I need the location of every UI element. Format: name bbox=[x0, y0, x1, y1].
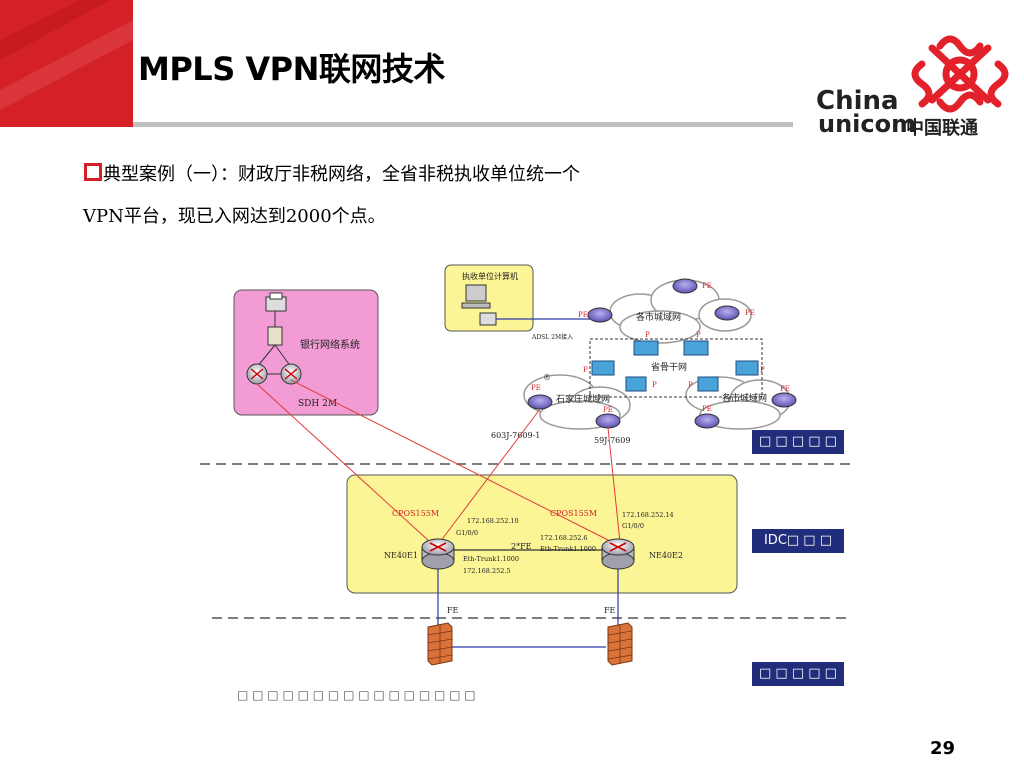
pe-label-right-bottom: PE bbox=[702, 405, 712, 413]
diagram-footnote: □ □ □ □ □ □ □ □ □ □ □ □ □ □ □ □ bbox=[237, 688, 476, 702]
pe-router-top-right: PE bbox=[714, 305, 755, 321]
cpos-right-label: CPOS155M bbox=[550, 509, 597, 518]
bank-router-right-icon bbox=[280, 363, 302, 385]
p-label-2: P bbox=[696, 331, 701, 339]
backbone-switch-1 bbox=[633, 340, 659, 356]
if-top-right-label: G1/0/0 bbox=[622, 522, 644, 530]
pe-router-top-left: PE bbox=[578, 307, 613, 323]
provincial-backbone-frame bbox=[589, 338, 763, 398]
bullet-line-2: VPN平台，现已入网达到2000个点。 bbox=[83, 206, 386, 227]
ne40e2-router-icon bbox=[601, 538, 635, 570]
router-right-label: NE40E2 bbox=[649, 551, 683, 560]
network-diagram: 银行网络系统 SDH 2M 执收单位计算机 ADSL 2M接入 各市城域网 石家… bbox=[200, 264, 852, 702]
backbone-switch-2 bbox=[683, 340, 709, 356]
bullet-line-1: 典型案例（一）：财政厅非税网络，全省非税执收单位统一个 bbox=[103, 164, 580, 185]
trunk-left-label: Eth-Trunk1.1000 bbox=[463, 555, 519, 563]
pe-label-right: PE bbox=[780, 385, 790, 393]
backbone-switch-4 bbox=[735, 360, 759, 376]
collector-box-label: 执收单位计算机 bbox=[462, 271, 518, 281]
bank-box-label: 银行网络系统 bbox=[300, 338, 360, 351]
sjz-metro-label: 石家庄城域网 bbox=[556, 393, 610, 405]
bullet-marker bbox=[84, 163, 102, 181]
ip-mid-right-label: 172.168.252.6 bbox=[540, 534, 588, 542]
adsl-label: ADSL 2M接入 bbox=[531, 333, 573, 341]
city-net-top-label: 各市城域网 bbox=[636, 311, 681, 323]
bank-network-box bbox=[233, 289, 379, 416]
p-label-3: P bbox=[583, 366, 588, 374]
adsl-modem-icon bbox=[479, 312, 497, 326]
zone-label-1: □ □ □ □ □ bbox=[752, 430, 844, 454]
fe-double-label: 2*FE bbox=[511, 542, 532, 551]
fe-right-label: FE bbox=[604, 606, 616, 615]
backbone-switch-5 bbox=[625, 376, 647, 392]
logo-brand-cn: 中国联通 bbox=[906, 118, 978, 139]
p-label-6: P bbox=[688, 381, 693, 389]
page-number: 29 bbox=[930, 738, 956, 759]
backbone-switches bbox=[591, 340, 759, 392]
slide-title: MPLS VPN联网技术 bbox=[138, 50, 445, 88]
city-net-right-label: 各市城域网 bbox=[722, 392, 767, 404]
provincial-backbone-label: 省骨干网 bbox=[651, 361, 687, 373]
zone-label-3: □ □ □ □ □ bbox=[752, 662, 844, 686]
ne40e1-router-icon bbox=[421, 538, 455, 570]
china-unicom-logo: China unicom 中国联通 bbox=[812, 26, 1012, 139]
uplink-left-label: 603J-7609-1 bbox=[491, 431, 540, 440]
pe-label-top-left: PE bbox=[578, 311, 588, 319]
bank-server-icon bbox=[267, 326, 283, 346]
router-left-label: NE40E1 bbox=[384, 551, 418, 560]
pe-label-sjz: PE bbox=[531, 384, 541, 392]
firewall-left-icon bbox=[427, 622, 453, 666]
p-label-4: P bbox=[760, 366, 765, 374]
p-label-1: P bbox=[645, 331, 650, 339]
pe-label-top: PE bbox=[702, 282, 712, 290]
ip-bottom-left-label: 172.168.252.5 bbox=[463, 567, 511, 575]
pe-router-right: PE bbox=[771, 385, 797, 408]
cpos-left-label: CPOS155M bbox=[392, 509, 439, 518]
pe-router-sjz: PE ® bbox=[527, 373, 553, 410]
logo-brand-en-2: unicom bbox=[818, 110, 917, 138]
bank-router-left-icon bbox=[246, 363, 268, 385]
if-top-left-label: G1/0/0 bbox=[456, 529, 478, 537]
ip-top-right-label: 172.168.252.14 bbox=[622, 511, 674, 519]
red-links bbox=[256, 379, 621, 543]
computer-icon bbox=[461, 284, 491, 309]
trunk-right-label: Eth-Trunk1.1000 bbox=[540, 545, 596, 553]
firewall-right-icon bbox=[607, 622, 633, 666]
pe-label-sjz-bottom: PE bbox=[603, 406, 613, 414]
backbone-switch-3 bbox=[591, 360, 615, 376]
printer-icon bbox=[265, 292, 287, 312]
logo-brand-en-1: China bbox=[816, 86, 899, 116]
registered-mark: ® bbox=[543, 373, 551, 382]
uplink-right-label: 59J-7609 bbox=[594, 436, 630, 445]
p-label-5: P bbox=[652, 381, 657, 389]
backbone-switch-6 bbox=[697, 376, 719, 392]
fe-left-label: FE bbox=[447, 606, 459, 615]
zone-label-2: IDC□ □ □ bbox=[752, 529, 844, 553]
unicom-knot-icon bbox=[911, 35, 1009, 113]
header-band bbox=[0, 0, 133, 127]
ip-top-left-label: 172.168.252.10 bbox=[467, 517, 519, 525]
bank-link-label: SDH 2M bbox=[298, 399, 337, 409]
header-band-pattern bbox=[0, 0, 133, 110]
pe-label-top-right: PE bbox=[745, 309, 755, 317]
pe-router-right-bottom: PE bbox=[694, 405, 720, 429]
collector-computer-box bbox=[444, 264, 534, 332]
pe-router-top: PE bbox=[672, 278, 712, 294]
header-rule bbox=[133, 122, 793, 127]
